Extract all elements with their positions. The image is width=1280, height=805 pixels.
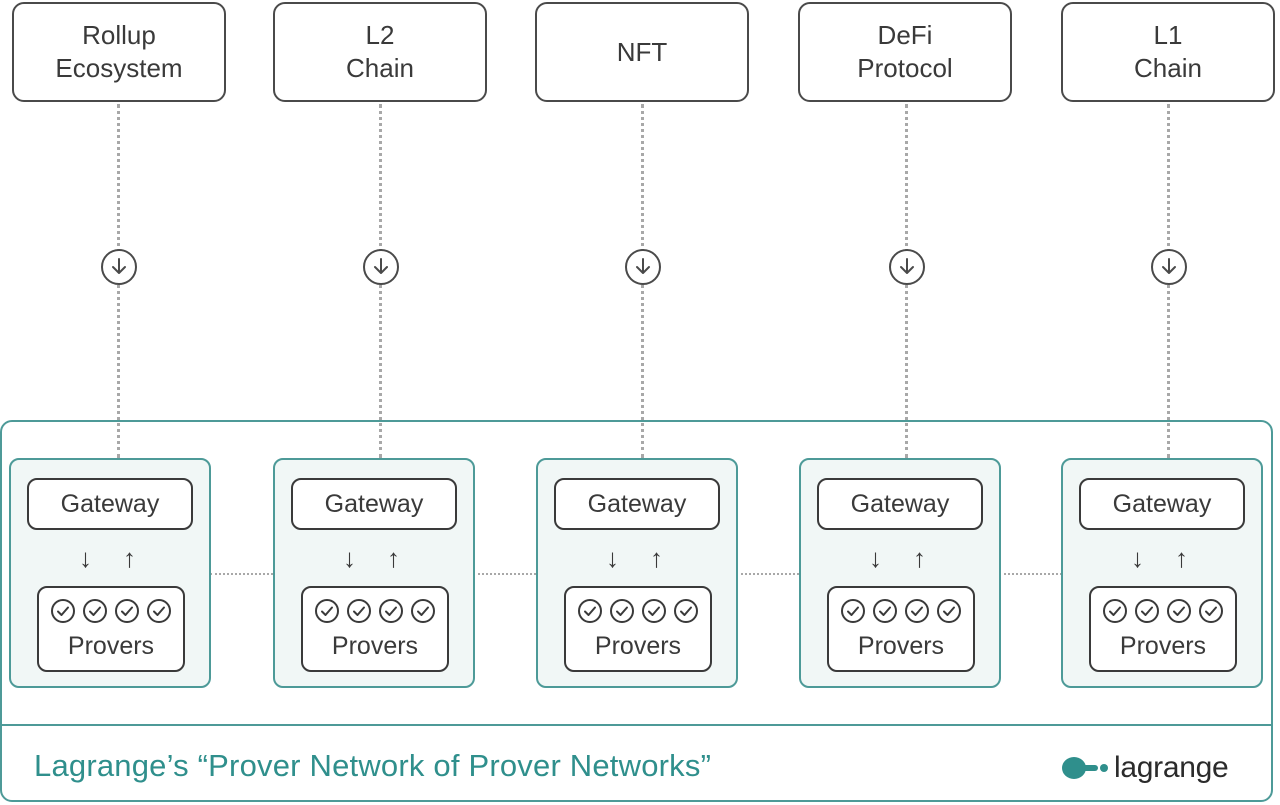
check-circle-icon xyxy=(905,599,929,623)
lagrange-logo-icon xyxy=(1062,757,1108,779)
prover-node: Gateway ↓ ↑ Provers xyxy=(1061,458,1263,688)
source-box-rollup-ecosystem: Rollup Ecosystem xyxy=(12,2,226,102)
check-circle-icon xyxy=(115,599,139,623)
down-arrow-icon: ↓ xyxy=(343,543,356,573)
prover-checks xyxy=(39,598,183,626)
source-label-line: Protocol xyxy=(857,53,953,83)
down-arrow-icon: ↓ xyxy=(869,543,882,573)
up-arrow-icon: ↑ xyxy=(1175,543,1188,573)
provers-box: Provers xyxy=(564,586,712,672)
down-arrow-circle-icon xyxy=(1151,249,1187,285)
prover-node: Gateway ↓ ↑ Provers xyxy=(273,458,475,688)
source-label-line: Ecosystem xyxy=(55,53,183,83)
check-circle-icon xyxy=(83,599,107,623)
source-label-line: Rollup xyxy=(82,20,156,50)
check-circle-icon xyxy=(937,599,961,623)
provers-label: Provers xyxy=(67,632,155,660)
check-circle-icon xyxy=(1167,599,1191,623)
down-arrow-icon: ↓ xyxy=(79,543,92,573)
lagrange-logo: lagrange xyxy=(1060,748,1250,788)
prover-node: Gateway ↓ ↑ Provers xyxy=(799,458,1001,688)
source-label-line: NFT xyxy=(616,36,668,67)
gateway-box: Gateway xyxy=(1079,478,1245,530)
prover-node: Gateway ↓ ↑ Provers xyxy=(536,458,738,688)
check-circle-icon xyxy=(642,599,666,623)
source-box-nft: NFT xyxy=(535,2,749,102)
source-label-line: Chain xyxy=(1134,53,1202,83)
node-link-line xyxy=(210,573,273,575)
provers-label: Provers xyxy=(1119,632,1207,660)
down-arrow-circle-icon xyxy=(625,249,661,285)
check-circle-icon xyxy=(578,599,602,623)
source-box-l2-chain: L2 Chain xyxy=(273,2,487,102)
flow-arrows: ↓ ↑ xyxy=(801,540,999,576)
check-circle-icon xyxy=(315,599,339,623)
flow-arrows: ↓ ↑ xyxy=(538,540,736,576)
gateway-box: Gateway xyxy=(291,478,457,530)
check-circle-icon xyxy=(1199,599,1223,623)
provers-label: Provers xyxy=(857,632,945,660)
node-link-line xyxy=(999,573,1062,575)
up-arrow-icon: ↑ xyxy=(650,543,663,573)
provers-box: Provers xyxy=(37,586,185,672)
down-arrow-icon: ↓ xyxy=(1131,543,1144,573)
down-arrow-circle-icon xyxy=(889,249,925,285)
flow-arrows: ↓ ↑ xyxy=(1063,540,1261,576)
provers-box: Provers xyxy=(301,586,449,672)
provers-label: Provers xyxy=(331,632,419,660)
gateway-box: Gateway xyxy=(817,478,983,530)
source-label-line: L1 xyxy=(1153,20,1183,50)
gateway-box: Gateway xyxy=(554,478,720,530)
flow-arrows: ↓ ↑ xyxy=(11,540,209,576)
down-arrow-icon: ↓ xyxy=(606,543,619,573)
up-arrow-icon: ↑ xyxy=(913,543,926,573)
check-circle-icon xyxy=(610,599,634,623)
up-arrow-icon: ↑ xyxy=(387,543,400,573)
flow-arrows: ↓ ↑ xyxy=(275,540,473,576)
source-box-l1-chain: L1 Chain xyxy=(1061,2,1275,102)
provers-box: Provers xyxy=(827,586,975,672)
network-footer-divider xyxy=(0,724,1273,726)
provers-label: Provers xyxy=(594,632,682,660)
check-circle-icon xyxy=(51,599,75,623)
prover-checks xyxy=(829,598,973,626)
prover-checks xyxy=(303,598,447,626)
check-circle-icon xyxy=(841,599,865,623)
source-label-line: Chain xyxy=(346,53,414,83)
check-circle-icon xyxy=(347,599,371,623)
down-arrow-circle-icon xyxy=(101,249,137,285)
provers-box: Provers xyxy=(1089,586,1237,672)
gateway-box: Gateway xyxy=(27,478,193,530)
down-arrow-circle-icon xyxy=(363,249,399,285)
check-circle-icon xyxy=(1103,599,1127,623)
prover-node: Gateway ↓ ↑ Provers xyxy=(9,458,211,688)
diagram-caption: Lagrange’s “Prover Network of Prover Net… xyxy=(34,748,712,783)
logo-wordmark: lagrange xyxy=(1114,751,1229,784)
check-circle-icon xyxy=(674,599,698,623)
prover-checks xyxy=(1091,598,1235,626)
up-arrow-icon: ↑ xyxy=(123,543,136,573)
check-circle-icon xyxy=(379,599,403,623)
check-circle-icon xyxy=(1135,599,1159,623)
source-box-defi-protocol: DeFi Protocol xyxy=(798,2,1012,102)
check-circle-icon xyxy=(873,599,897,623)
source-label-line: L2 xyxy=(365,20,395,50)
node-link-line xyxy=(736,573,799,575)
check-circle-icon xyxy=(147,599,171,623)
node-link-line xyxy=(473,573,536,575)
source-label-line: DeFi xyxy=(877,20,933,50)
prover-checks xyxy=(566,598,710,626)
check-circle-icon xyxy=(411,599,435,623)
